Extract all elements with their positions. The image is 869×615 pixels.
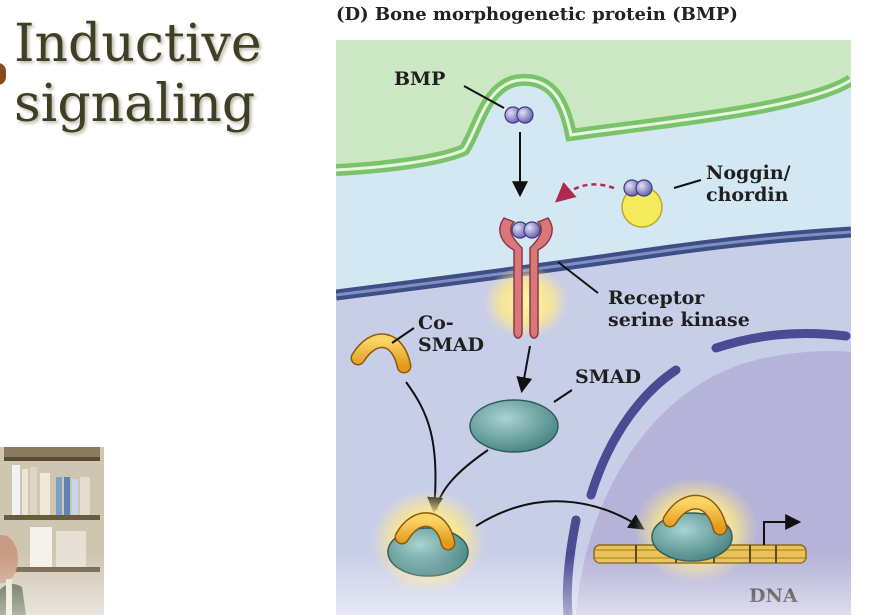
bmp-dimer-secreted	[504, 106, 534, 124]
title-line-2: signaling	[14, 74, 256, 134]
label-bmp: BMP	[394, 68, 446, 90]
label-noggin-line1: Noggin/	[706, 162, 791, 184]
bmp-label-leader	[463, 85, 505, 109]
bmp-signaling-diagram	[336, 40, 851, 615]
label-cosmad: Co- SMAD	[418, 312, 484, 356]
nuclear-envelope	[586, 365, 681, 500]
label-receptor-line1: Receptor	[608, 287, 705, 309]
presenter-video-icon	[0, 447, 104, 615]
label-dna: DNA	[749, 585, 798, 607]
cosmad-to-complex-arrow	[405, 381, 444, 514]
smad	[469, 399, 559, 453]
smad-label-leader	[553, 389, 573, 403]
label-noggin-line2: chordin	[706, 184, 789, 206]
label-cosmad-line1: Co-	[418, 312, 454, 334]
bullet-mark	[0, 63, 6, 85]
receptor-to-smad-arrow	[516, 345, 533, 394]
label-receptor: Receptor serine kinase	[608, 287, 750, 331]
noggin-label-leader	[673, 179, 702, 189]
receptor-activation-glow	[484, 266, 568, 338]
noggin-chordin	[621, 179, 663, 228]
slide-title: Inductive signaling	[14, 14, 314, 134]
label-noggin: Noggin/ chordin	[706, 162, 791, 206]
transcription-start-arrow	[763, 514, 802, 545]
label-smad: SMAD	[575, 366, 641, 388]
smad-complex-nucleus	[651, 494, 733, 562]
complex-to-nucleus-arrow	[475, 500, 645, 530]
receptor-label-leader	[557, 261, 599, 294]
noggin-inhibition-arrow	[554, 181, 615, 203]
cosmad-label-leader	[391, 327, 415, 344]
presenter-video	[0, 447, 104, 615]
label-cosmad-line2: SMAD	[418, 334, 484, 356]
receptor-serine-kinase	[499, 217, 553, 339]
label-receptor-line2: serine kinase	[608, 309, 750, 331]
figure-caption: (D) Bone morphogenetic protein (BMP)	[336, 4, 738, 25]
title-line-1: Inductive	[14, 14, 262, 74]
